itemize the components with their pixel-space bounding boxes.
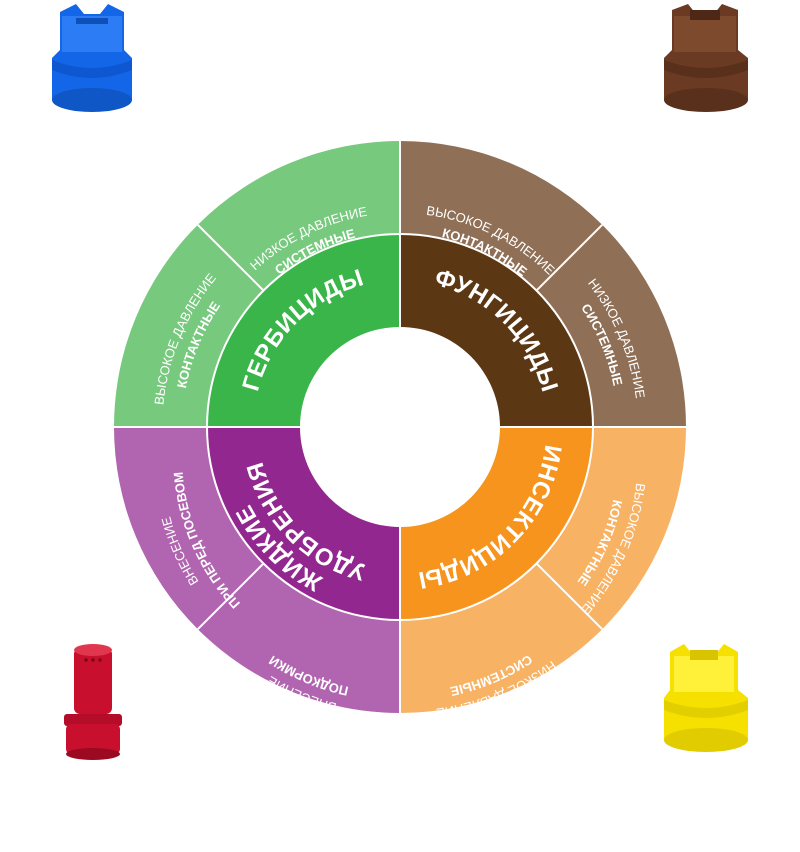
inner-ring	[208, 235, 592, 619]
fungicides-outer-top-segment	[400, 141, 603, 290]
red-nozzle-icon	[64, 644, 122, 760]
fertilizers-outer-left-segment	[114, 427, 263, 630]
fertilizers-inner-segment	[208, 427, 400, 619]
insecticides-inner-segment	[400, 427, 592, 619]
herbicides-outer-top-segment	[197, 141, 400, 290]
yellow-nozzle-icon	[664, 644, 748, 752]
fungicides-inner-segment	[400, 235, 592, 427]
fertilizers-outer-bottom-segment	[197, 564, 400, 713]
outer-ring	[114, 141, 686, 713]
herbicides-inner-segment	[208, 235, 400, 427]
blue-nozzle-icon	[52, 4, 132, 112]
center-hole	[301, 328, 499, 526]
insecticides-outer-right-segment	[537, 427, 686, 630]
brown-nozzle-icon	[664, 4, 748, 112]
insecticides-outer-bottom-segment	[400, 564, 603, 713]
fungicides-outer-right-segment	[537, 224, 686, 427]
herbicides-outer-left-segment	[114, 224, 263, 427]
